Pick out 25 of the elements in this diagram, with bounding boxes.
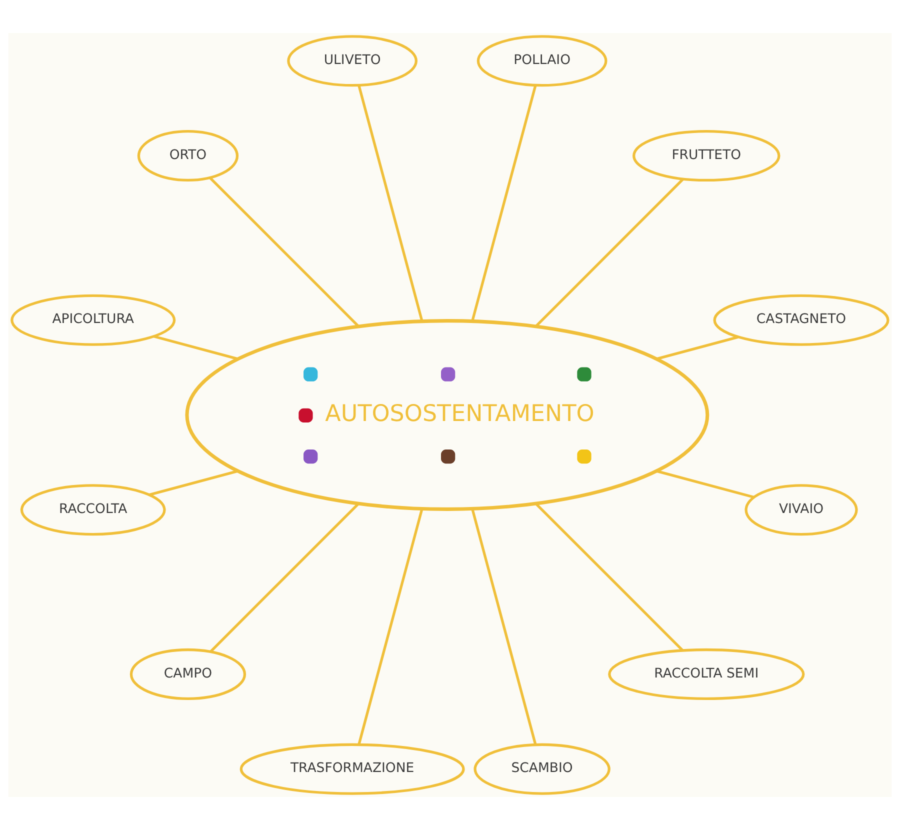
connector bbox=[208, 176, 360, 328]
node-ellipse: APICOLTURA bbox=[10, 294, 176, 346]
node-ellipse: CAMPO bbox=[130, 648, 246, 700]
connector bbox=[148, 470, 238, 496]
node-ellipse: ORTO bbox=[137, 130, 239, 182]
connector bbox=[471, 84, 537, 322]
connector bbox=[535, 502, 684, 652]
node-ellipse: POLLAIO bbox=[476, 35, 608, 87]
node-ellipse: RACCOLTA bbox=[20, 484, 166, 536]
connector bbox=[471, 508, 537, 746]
node-ellipse: TRASFORMAZIONE bbox=[240, 743, 465, 795]
connector bbox=[656, 470, 754, 499]
node-ellipse: FRUTTETO bbox=[632, 130, 780, 182]
node-ellipse: AUTOSOSTENTAMENTO bbox=[185, 319, 710, 511]
node-ellipse: CASTAGNETO bbox=[713, 294, 890, 346]
node-ellipse: VIVAIO bbox=[744, 484, 858, 536]
node-ellipse: SCAMBIO bbox=[474, 743, 610, 795]
node-ellipse: ULIVETO bbox=[287, 35, 418, 87]
node-ellipse: RACCOLTA SEMI bbox=[608, 648, 805, 700]
connector bbox=[210, 502, 360, 653]
connector bbox=[358, 508, 424, 746]
connector bbox=[656, 336, 738, 360]
connector bbox=[153, 335, 238, 360]
connector bbox=[535, 178, 684, 328]
connector bbox=[358, 84, 424, 322]
